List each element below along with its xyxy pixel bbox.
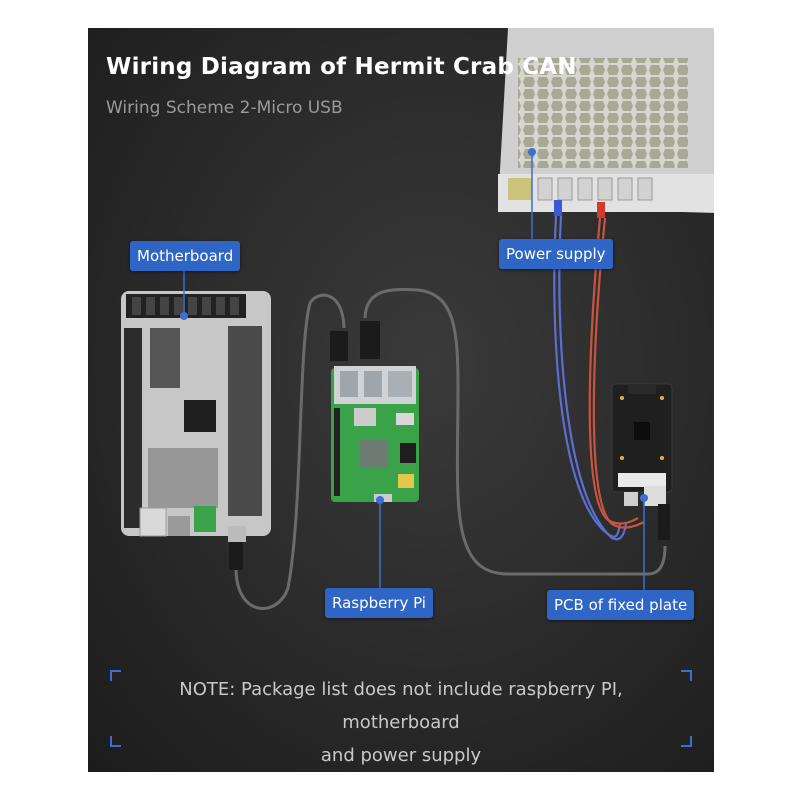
raspberry-pi-label: Raspberry Pi xyxy=(325,588,433,618)
motherboard-board xyxy=(121,291,271,570)
usb-cables xyxy=(234,288,667,610)
callout-leaders xyxy=(183,152,645,590)
note-line-1: NOTE: Package list does not include rasp… xyxy=(179,679,623,733)
package-note: NOTE: Package list does not include rasp… xyxy=(118,673,684,772)
note-line-2: and power supply xyxy=(320,745,482,766)
power-wires xyxy=(553,215,645,541)
page-subtitle: Wiring Scheme 2-Micro USB xyxy=(106,98,343,118)
diagram-panel: Wiring Diagram of Hermit Crab CAN Wiring… xyxy=(88,28,714,772)
note-corner-bl xyxy=(110,736,121,747)
power-supply-label: Power supply xyxy=(499,239,613,269)
raspberry-pi-board xyxy=(330,321,419,502)
note-corner-tr xyxy=(681,670,692,681)
pcb-label: PCB of fixed plate xyxy=(547,590,695,620)
page-title: Wiring Diagram of Hermit Crab CAN xyxy=(106,54,577,80)
pcb-board xyxy=(611,383,673,540)
wiring-illustration xyxy=(121,28,714,610)
power-supply-unit xyxy=(498,28,714,218)
note-corner-tl xyxy=(110,670,121,681)
callout-dots xyxy=(180,148,648,504)
motherboard-label: Motherboard xyxy=(130,241,241,271)
note-corner-br xyxy=(681,736,692,747)
